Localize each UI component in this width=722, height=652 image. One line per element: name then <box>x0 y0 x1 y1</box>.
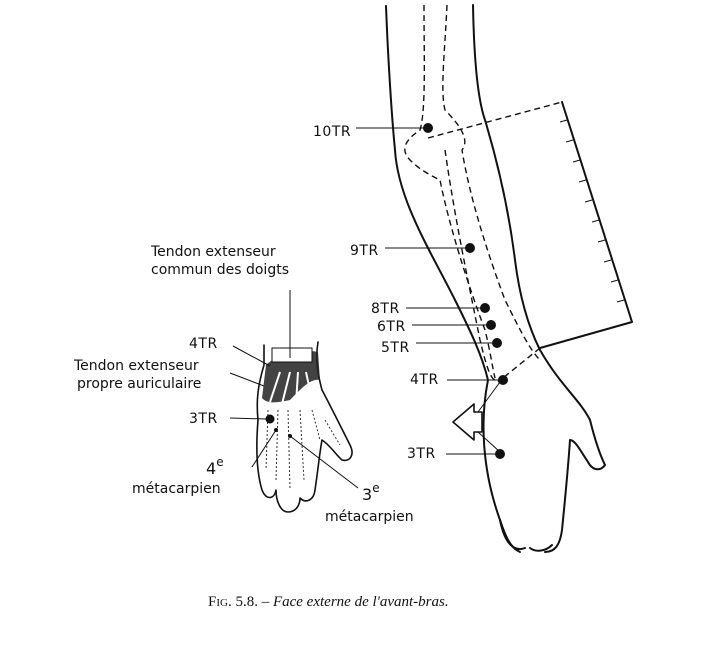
arrow-connector <box>477 381 501 453</box>
forearm-drawing <box>385 4 633 553</box>
metacarpal-contours <box>265 409 341 491</box>
label-meta3-word: métacarpien <box>325 509 414 525</box>
hand-drawing <box>229 290 359 513</box>
ulna-contour <box>404 4 496 379</box>
label-tendon-little-line2: propre auriculaire <box>77 376 201 392</box>
label-tendon-common-line2: commun des doigts <box>151 262 289 278</box>
label-tendon-little-line1: Tendon extenseur <box>73 358 199 374</box>
forearm-outline-left <box>385 5 521 553</box>
hand-outline <box>256 341 353 513</box>
label-8tr: 8TR <box>371 301 400 317</box>
label-4tr: 4TR <box>410 372 439 388</box>
label-hand-4tr: 4TR <box>189 336 218 352</box>
point-3tr <box>495 449 505 459</box>
label-meta4-number: 4e <box>206 455 224 478</box>
label-5tr: 5TR <box>381 340 410 356</box>
hand-point-3tr <box>265 414 275 424</box>
ruler <box>539 101 633 349</box>
label-6tr: 6TR <box>377 319 406 335</box>
label-hand-3tr: 3TR <box>189 411 218 427</box>
point-9tr <box>465 243 475 253</box>
radius-inner <box>444 149 496 381</box>
label-9tr: 9TR <box>350 243 379 259</box>
direction-arrow-icon <box>452 403 483 441</box>
hand-leader-lines <box>229 290 359 489</box>
tendons-region <box>262 350 320 403</box>
figure-caption: Fig. 5.8. – Face externe de l'avant-bras… <box>208 594 449 610</box>
label-10tr: 10TR <box>313 124 351 140</box>
tendon-lines <box>269 371 313 405</box>
label-meta3-number: 3e <box>362 481 380 504</box>
retinaculum <box>271 347 313 363</box>
arm-points <box>356 123 508 459</box>
point-5tr <box>492 338 502 348</box>
leader-lines <box>356 127 499 455</box>
hand-labels: Tendon extenseur commun des doigts 4TR T… <box>73 244 414 525</box>
label-tendon-common-line1: Tendon extenseur <box>150 244 276 260</box>
fingers <box>499 519 553 552</box>
point-6tr <box>486 320 496 330</box>
ruler-ticks <box>559 119 625 303</box>
point-10tr <box>423 123 433 133</box>
label-meta4-word: métacarpien <box>132 481 221 497</box>
point-4tr <box>498 375 508 385</box>
arm-labels: 10TR 9TR 8TR 6TR 5TR 4TR 3TR <box>313 124 439 462</box>
point-8tr <box>480 303 490 313</box>
label-3tr: 3TR <box>407 446 436 462</box>
forearm-outline-right <box>472 4 606 553</box>
